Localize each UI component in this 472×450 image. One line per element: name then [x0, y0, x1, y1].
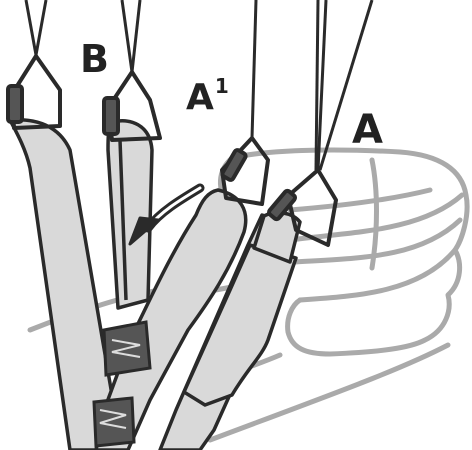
label-a: A	[352, 110, 383, 150]
label-a1-base: A	[186, 77, 214, 118]
label-a1-superscript: 1	[215, 74, 229, 98]
label-b: B	[80, 40, 109, 78]
label-a1: A1	[186, 76, 229, 116]
